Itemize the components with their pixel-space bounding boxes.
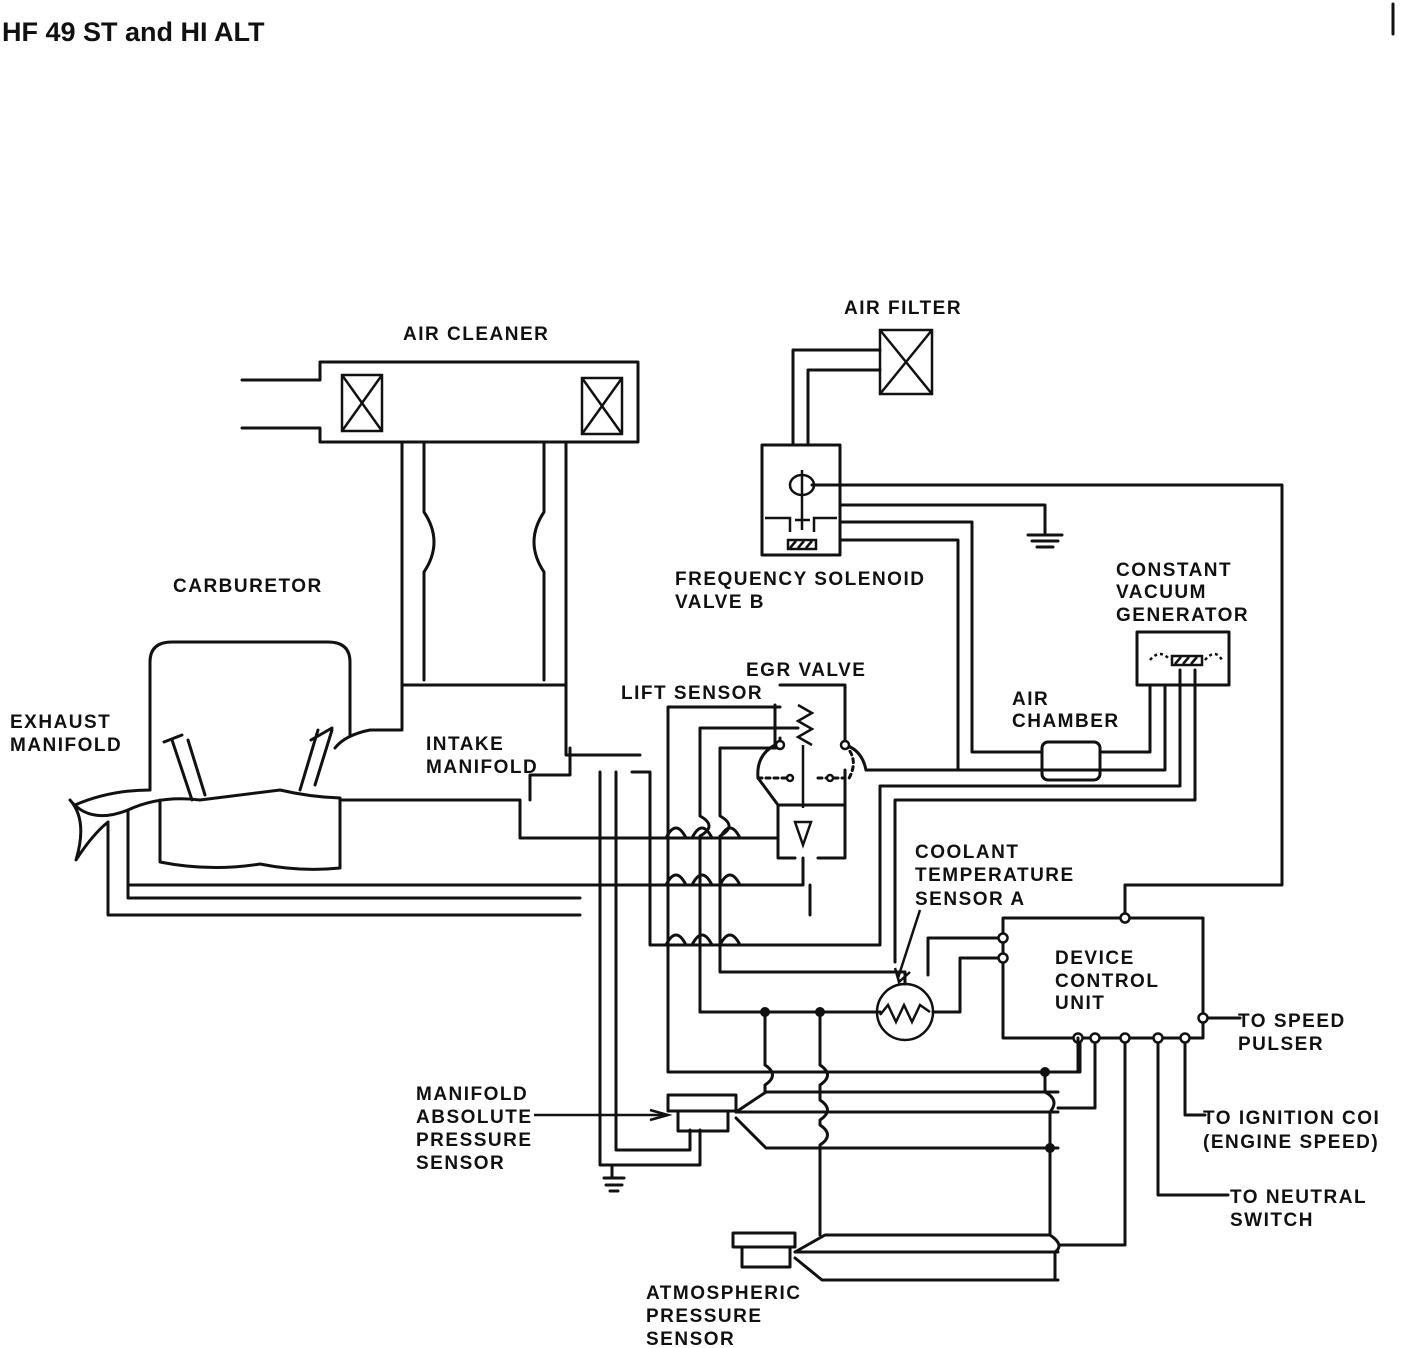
fsv-label-2: VALVE B bbox=[675, 592, 765, 613]
air-cleaner bbox=[240, 360, 640, 444]
air-chamber-label-2: CHAMBER bbox=[1012, 711, 1120, 732]
dcu-terminals bbox=[997, 912, 1209, 1044]
dcu-label-2: CONTROL bbox=[1055, 971, 1159, 992]
lift-sensor-label: LIFT SENSOR bbox=[621, 683, 763, 704]
cvg-label-2: VACUUM bbox=[1116, 582, 1207, 603]
map-sensor-label-3: PRESSURE bbox=[416, 1130, 533, 1151]
atmospheric-pressure-sensor bbox=[731, 1231, 1060, 1282]
cvg-label-3: GENERATOR bbox=[1116, 605, 1249, 626]
atmospheric-sensor-label-1: ATMOSPHERIC bbox=[646, 1283, 801, 1304]
map-sensor-label-1: MANIFOLD bbox=[416, 1084, 528, 1105]
neutral-switch-label-1: TO NEUTRAL bbox=[1230, 1187, 1367, 1208]
speed-pulser-label-1: TO SPEED bbox=[1238, 1011, 1346, 1032]
engine-block bbox=[68, 640, 780, 917]
vacuum-lines-lower bbox=[598, 770, 812, 1193]
manifold-absolute-pressure-sensor bbox=[534, 1090, 1060, 1150]
map-sensor-label-4: SENSOR bbox=[416, 1153, 505, 1174]
air-chamber bbox=[1040, 740, 1102, 782]
dcu-label-1: DEVICE bbox=[1055, 948, 1135, 969]
exhaust-manifold-label-2: MANIFOLD bbox=[10, 735, 122, 756]
device-control-unit bbox=[1001, 916, 1242, 1247]
exhaust-manifold-label-1: EXHAUST bbox=[10, 712, 111, 733]
constant-vacuum-generator bbox=[630, 630, 1231, 964]
ignition-coil-label-2: (ENGINE SPEED) bbox=[1203, 1132, 1379, 1153]
junction-dots bbox=[760, 1007, 1055, 1153]
intake-manifold-label-1: INTAKE bbox=[426, 734, 504, 755]
neutral-switch-label-2: SWITCH bbox=[1230, 1210, 1314, 1231]
atmospheric-sensor-label-3: SENSOR bbox=[646, 1329, 735, 1348]
carburetor-label: CARBURETOR bbox=[173, 576, 323, 597]
wire-crossovers bbox=[664, 826, 742, 947]
frequency-solenoid-valve bbox=[760, 443, 1284, 920]
dcu-label-3: UNIT bbox=[1055, 993, 1105, 1014]
diagram-title: HF 49 ST and HI ALT bbox=[2, 17, 265, 47]
egr-valve bbox=[756, 683, 868, 860]
coolant-sensor-label-1: COOLANT bbox=[915, 842, 1019, 863]
coolant-sensor-label-2: TEMPERATURE bbox=[915, 865, 1075, 886]
egr-ports bbox=[774, 739, 851, 783]
air-filter-label: AIR FILTER bbox=[844, 298, 962, 319]
air-filter bbox=[791, 328, 934, 447]
air-cleaner-label: AIR CLEANER bbox=[403, 324, 549, 345]
coolant-sensor-label-3: SENSOR A bbox=[915, 889, 1026, 910]
atmospheric-sensor-label-2: PRESSURE bbox=[646, 1306, 763, 1327]
map-sensor-label-2: ABSOLUTE bbox=[416, 1107, 533, 1128]
air-chamber-label-1: AIR bbox=[1012, 689, 1049, 710]
carburetor-body bbox=[400, 440, 642, 757]
intake-manifold-label-2: MANIFOLD bbox=[426, 757, 538, 778]
egr-valve-label: EGR VALVE bbox=[746, 660, 866, 681]
coolant-temperature-sensor bbox=[875, 909, 1005, 1042]
cvg-label-1: CONSTANT bbox=[1116, 560, 1232, 581]
fsv-label-1: FREQUENCY SOLENOID bbox=[675, 569, 925, 590]
ignition-coil-label-1: TO IGNITION COI bbox=[1203, 1108, 1380, 1129]
speed-pulser-label-2: PULSER bbox=[1238, 1034, 1324, 1055]
sensor-bus-wires bbox=[763, 1010, 1080, 1282]
